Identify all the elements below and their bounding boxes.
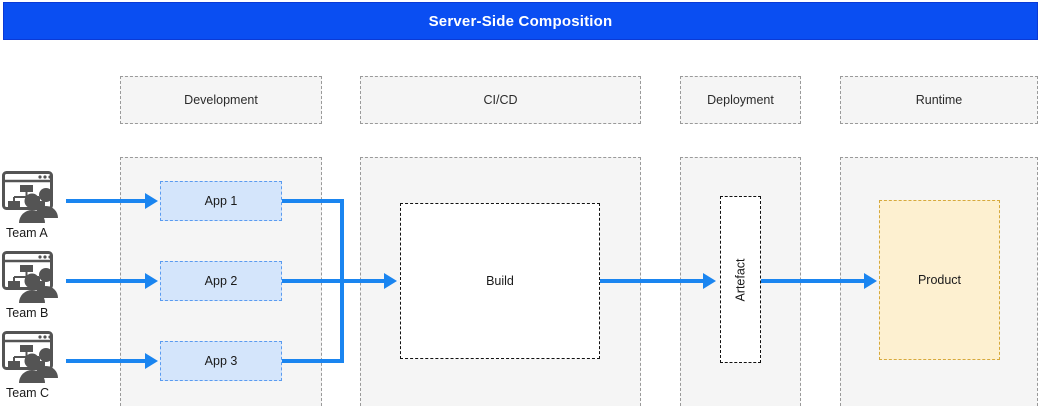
artefact-node[interactable]: Artefact	[720, 196, 761, 363]
build-node[interactable]: Build	[400, 203, 600, 359]
diagram-title: Server-Side Composition	[428, 12, 613, 30]
app-1-label: App 1	[204, 194, 238, 208]
phase-header-deployment: Deployment	[680, 76, 801, 124]
phase-header-label: CI/CD	[483, 93, 518, 107]
artefact-label: Artefact	[733, 257, 748, 302]
team-browser-orgchart-icon	[2, 170, 64, 224]
arrowhead-team-b-to-app-2	[145, 273, 158, 289]
connector-artefact-to-product	[761, 279, 865, 283]
phase-header-cicd: CI/CD	[360, 76, 641, 124]
product-node[interactable]: Product	[879, 200, 1000, 360]
arrowhead-apps-to-build	[384, 273, 397, 289]
team-c-label: Team C	[6, 386, 50, 400]
phase-header-runtime: Runtime	[840, 76, 1038, 124]
team-browser-orgchart-icon	[2, 250, 64, 304]
arrowhead-team-c-to-app-3	[145, 353, 158, 369]
connector-team-a-to-app-1	[66, 199, 146, 203]
arrowhead-artefact-to-product	[864, 273, 877, 289]
phase-header-label: Runtime	[915, 93, 963, 107]
app-1-node[interactable]: App 1	[160, 181, 282, 221]
team-a-label: Team A	[6, 226, 48, 240]
connector-app-2-to-build	[282, 279, 386, 283]
app-3-node[interactable]: App 3	[160, 341, 282, 381]
connector-team-c-to-app-3	[66, 359, 146, 363]
team-b-label: Team B	[6, 306, 49, 320]
team-c-group: Team C	[2, 330, 72, 400]
arrowhead-team-a-to-app-1	[145, 193, 158, 209]
app-2-node[interactable]: App 2	[160, 261, 282, 301]
phase-header-development: Development	[120, 76, 322, 124]
connector-team-b-to-app-2	[66, 279, 146, 283]
build-label: Build	[486, 274, 514, 288]
arrowhead-build-to-artefact	[703, 273, 716, 289]
diagram-title-banner: Server-Side Composition	[3, 2, 1038, 40]
phase-header-label: Development	[184, 93, 258, 107]
team-a-group: Team A	[2, 170, 72, 240]
team-browser-orgchart-icon	[2, 330, 64, 384]
product-label: Product	[917, 273, 962, 287]
app-2-label: App 2	[204, 274, 238, 288]
connector-build-to-artefact	[600, 279, 704, 283]
phase-header-label: Deployment	[707, 93, 774, 107]
connector-app-1-to-bus	[282, 199, 344, 203]
app-3-label: App 3	[204, 354, 238, 368]
team-b-group: Team B	[2, 250, 72, 320]
connector-app-3-to-bus	[282, 359, 344, 363]
